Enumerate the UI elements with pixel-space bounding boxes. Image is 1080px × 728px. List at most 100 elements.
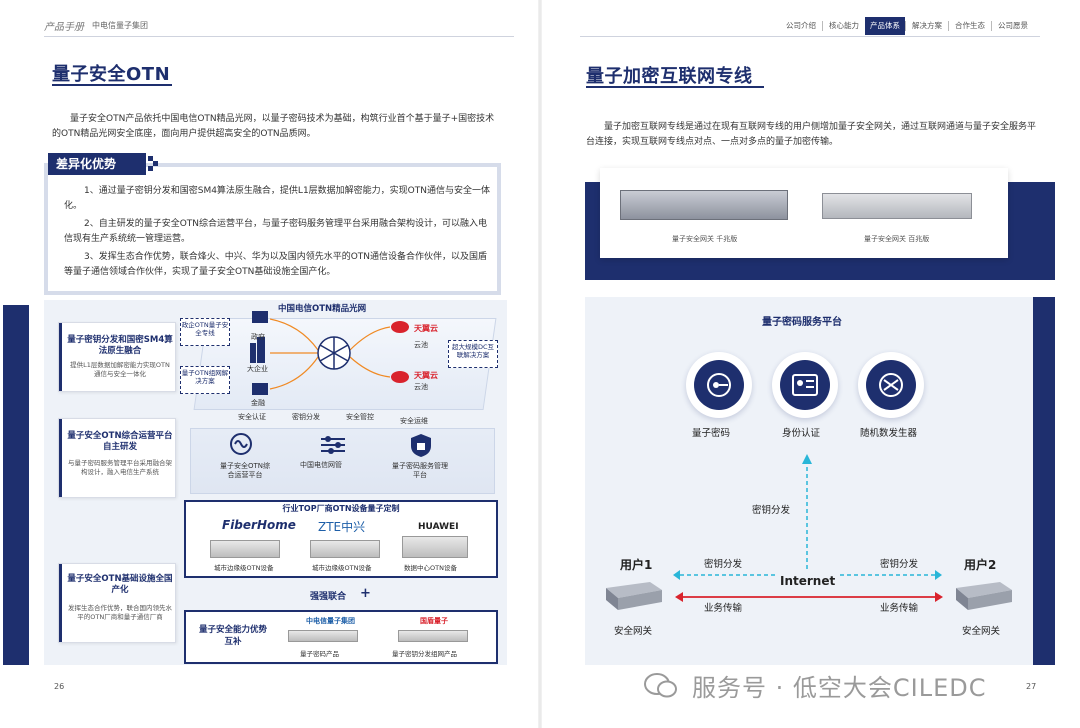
partner-device-image: [398, 630, 468, 642]
vendor-device-label: 城市边缘级OTN设备: [214, 564, 274, 572]
platform-item: 量子安全OTN综合运营平台: [219, 462, 271, 479]
feature-card: 量子安全OTN综合运营平台自主研发 与量子密码服务管理平台采用融合架构设计，融入…: [58, 418, 176, 498]
service-circle: [772, 352, 838, 418]
gateway-gigabit-image: [620, 190, 788, 220]
side-band-left: [3, 305, 29, 665]
top-nav: 公司介绍 核心能力 产品体系 解决方案 合作生态 公司愿景: [780, 17, 1034, 35]
platform-label: 安全认证: [238, 413, 266, 421]
header-brand: 中电信量子集团: [92, 21, 148, 30]
service-label: 身份认证: [782, 428, 821, 439]
header-rule-left: [44, 36, 514, 37]
intro-left: 量子安全OTN产品依托中国电信OTN精品光网，以量子密码技术为基础，构筑行业首个…: [52, 114, 495, 139]
otn-device-image: [210, 540, 280, 558]
operations-platform-icon: [230, 433, 252, 455]
otn-device-image: [402, 536, 468, 558]
partner-product-label: 量子密钥分发组网产品: [392, 650, 457, 658]
cloud-label: 云池: [414, 383, 428, 391]
partner-logo: 中电信量子集团: [306, 617, 355, 625]
product-label: 量子安全网关 百兆版: [864, 235, 930, 243]
page-title-right: 量子加密互联网专线: [586, 66, 753, 87]
product-label: 量子安全网关 千兆版: [672, 235, 738, 243]
advantages-box: [44, 163, 501, 295]
dashed-box: 量子OTN组网解决方案: [180, 366, 230, 394]
feature-title: 量子安全OTN综合运营平台自主研发: [67, 431, 173, 452]
vendor-title: 行业TOP厂商OTN设备量子定制: [282, 504, 400, 513]
enterprise-icon: [250, 343, 256, 363]
platform-item: 量子密码服务管理平台: [392, 462, 448, 479]
nav-item[interactable]: 合作生态: [948, 21, 991, 31]
partner-logo: 国盾量子: [420, 617, 448, 625]
feature-card: 量子密钥分发和国密SM4算法原生融合 提供L1层数据加解密能力实现OTN通信与安…: [58, 322, 176, 392]
feature-title: 量子密钥分发和国密SM4算法原生融合: [67, 335, 173, 356]
title-underline-right: [586, 86, 764, 88]
service-label: 量子密码: [692, 428, 731, 439]
tag-deco-square: [153, 161, 158, 166]
vendor-device-label: 城市边缘级OTN设备: [312, 564, 372, 572]
complement-label: 量子安全能力优势互补: [198, 625, 267, 647]
side-band-right: [1033, 297, 1055, 665]
watermark-text: 服务号 · 低空大会CILEDC: [692, 674, 987, 702]
nav-item[interactable]: 核心能力: [822, 21, 865, 31]
nav-item-active[interactable]: 产品体系: [865, 17, 905, 35]
platform-label: 安全管控: [346, 413, 374, 421]
cloud-brand: 天翼云: [414, 371, 438, 380]
spine-gutter: [538, 0, 542, 728]
gateway-device-icon: [606, 582, 662, 610]
platform-label: 密钥分发: [292, 413, 320, 421]
page-number-right: 27: [1026, 682, 1037, 691]
key-dist-label: 密钥分发: [704, 559, 743, 570]
advantages-tag: 差异化优势: [48, 153, 146, 175]
network-management-icon: [321, 436, 345, 454]
partner-device-image: [288, 630, 358, 642]
key-dist-label: 密钥分发: [752, 505, 791, 516]
partner-product-label: 量子密码产品: [300, 650, 339, 658]
nav-item[interactable]: 公司介绍: [786, 21, 816, 30]
service-circle: [686, 352, 752, 418]
user-label: 用户2: [964, 558, 997, 572]
tag-deco-square: [148, 166, 153, 171]
platform-item: 中国电信网管: [300, 461, 342, 469]
cloud-label: 云池: [414, 341, 428, 349]
header-manual-title: 产品手册: [44, 22, 84, 33]
feature-desc: 提供L1层数据加解密能力实现OTN通信与安全一体化: [70, 361, 170, 378]
otn-core-icon: [317, 336, 351, 370]
internet-label: Internet: [780, 574, 836, 588]
dashed-box: 超大规模DC互联解决方案: [448, 340, 498, 368]
nav-item[interactable]: 公司愿景: [991, 21, 1034, 31]
gateway-100m-image: [822, 193, 972, 219]
advantage-item: 1、通过量子密钥分发和国密SM4算法原生融合，提供L1层数据加解密能力，实现OT…: [64, 186, 490, 211]
advantage-item: 3、发挥生态合作优势，联合烽火、中兴、华为以及国内领先水平的OTN通信设备合作伙…: [64, 252, 488, 277]
gateway-label: 安全网关: [962, 626, 1001, 637]
business-label: 业务传输: [880, 603, 919, 614]
dashed-box: 政企OTN量子安全专线: [180, 318, 230, 346]
random-generator-icon: [879, 373, 903, 397]
network-links: [673, 454, 943, 602]
quantum-key-icon: [707, 373, 731, 397]
network-title: 中国电信OTN精品光网: [278, 304, 367, 314]
otn-device-image: [310, 540, 380, 558]
sector-label: 金融: [251, 399, 265, 407]
cloud-icon: [391, 321, 409, 383]
network-topology-graphic: [250, 311, 409, 395]
key-dist-label: 密钥分发: [880, 559, 919, 570]
vendor-logo: ZTE中兴: [318, 520, 366, 534]
user-label: 用户1: [620, 558, 653, 572]
joint-label: 强强联合: [310, 592, 347, 602]
feature-desc: 与量子密码服务管理平台采用融合架构设计，融入电信生产系统: [68, 459, 172, 476]
cloud-brand: 天翼云: [414, 324, 438, 333]
title-underline-left: [52, 84, 172, 86]
identity-card-icon: [792, 374, 818, 396]
sector-label: 政府: [251, 333, 265, 341]
government-icon: [252, 311, 268, 323]
tag-deco-square: [148, 156, 153, 161]
finance-icon: [252, 383, 268, 395]
page-number-left: 26: [54, 682, 65, 691]
gateway-label: 安全网关: [614, 626, 653, 637]
lock-shield-icon: [411, 434, 431, 457]
intro-right: 量子加密互联网专线是通过在现有互联网专线的用户侧增加量子安全网关，通过互联网通道…: [586, 122, 1037, 147]
vendor-device-label: 数据中心OTN设备: [404, 564, 457, 572]
plus-icon: +: [360, 586, 371, 601]
nav-item[interactable]: 解决方案: [905, 21, 948, 31]
gateway-device-icon: [956, 582, 1012, 610]
